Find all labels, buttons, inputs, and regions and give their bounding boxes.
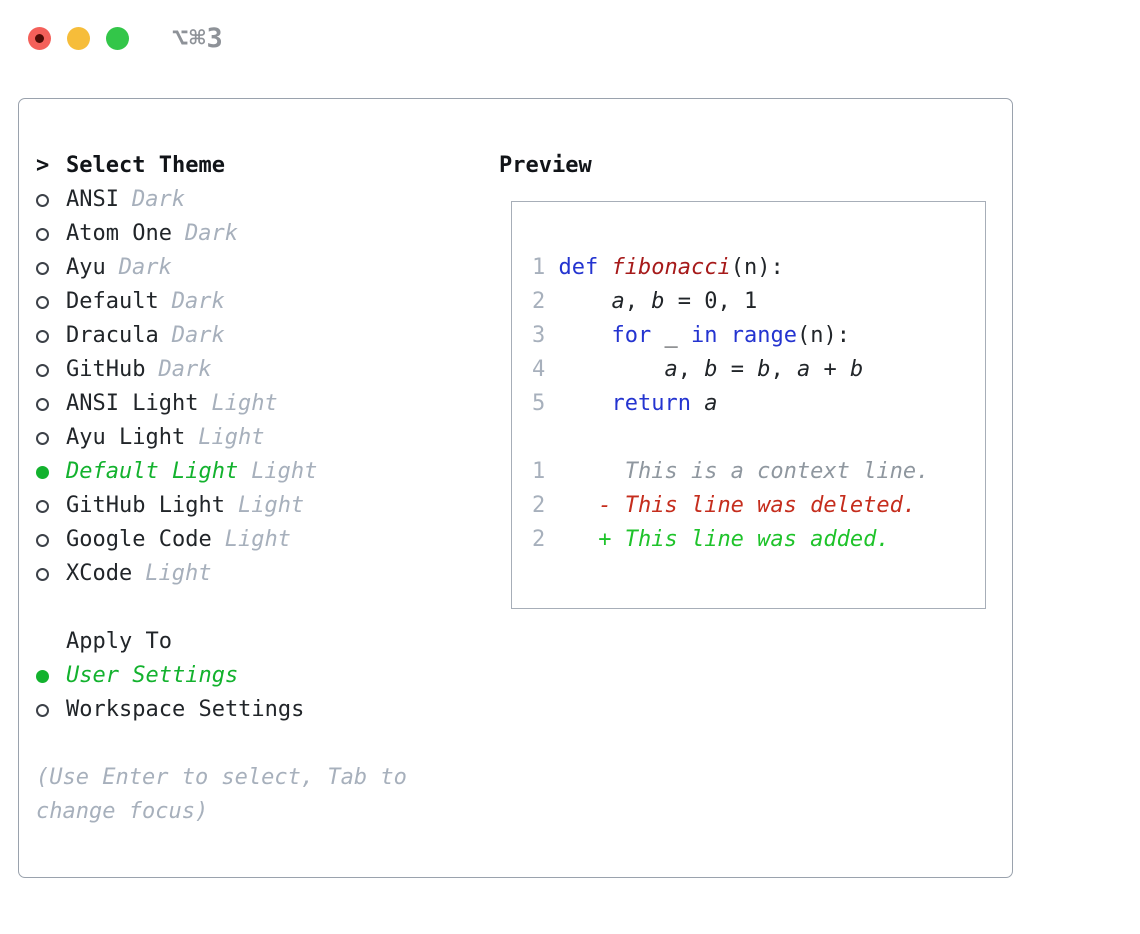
minimize-button[interactable] <box>67 27 90 50</box>
theme-option-label: GitHub Light <box>66 493 225 518</box>
spacer <box>36 727 407 761</box>
hint-line-1: (Use Enter to select, Tab to <box>36 765 407 790</box>
theme-option-label: ANSI Light <box>66 391 199 416</box>
titlebar: ⌥⌘3 <box>28 23 224 54</box>
theme-option-label: Dracula <box>66 323 159 348</box>
radio-icon <box>36 567 49 581</box>
preview-code-line: 3 for _ in range(n): <box>532 323 850 348</box>
theme-variant-tag: Light <box>198 425 265 450</box>
radio-selected-icon <box>36 669 49 683</box>
theme-option-label: Default Light <box>66 459 239 484</box>
theme-option-label: XCode <box>66 561 133 586</box>
hint-line-2: change focus) <box>36 799 209 824</box>
radio-icon <box>36 363 49 377</box>
radio-icon <box>36 703 49 717</box>
theme-option-ansi-light[interactable]: ANSI Light Light <box>36 387 407 421</box>
theme-variant-tag: Light <box>224 527 291 552</box>
radio-icon <box>36 397 49 411</box>
theme-variant-tag: Dark <box>171 289 225 314</box>
theme-variant-tag: Light <box>237 493 305 518</box>
theme-option-default[interactable]: Default Dark <box>36 285 407 319</box>
theme-option-label: Default <box>66 289 159 314</box>
preview-lines: 1 def fibonacci(n): 2 a, b = 0, 1 3 for _ … <box>532 251 985 557</box>
radio-icon <box>36 295 49 309</box>
theme-option-xcode[interactable]: XCode Light <box>36 557 407 591</box>
theme-variant-tag: Dark <box>171 323 225 348</box>
preview-title: Preview <box>499 153 592 178</box>
preview-code-line <box>532 421 985 455</box>
theme-variant-tag: Dark <box>158 357 212 382</box>
radio-selected-icon <box>36 465 49 479</box>
theme-variant-tag: Dark <box>184 221 238 246</box>
theme-option-ansi[interactable]: ANSI Dark <box>36 183 407 217</box>
radio-icon <box>36 431 49 445</box>
apply-option-workspace-settings[interactable]: Workspace Settings <box>36 693 407 727</box>
prompt-icon: > <box>36 153 50 178</box>
close-dot-icon <box>35 34 44 43</box>
apply-option-label: User Settings <box>66 663 239 688</box>
theme-variant-tag: Dark <box>131 187 185 212</box>
spacer <box>36 591 407 625</box>
theme-option-google-code[interactable]: Google Code Light <box>36 523 407 557</box>
theme-option-ayu-light[interactable]: Ayu Light Light <box>36 421 407 455</box>
theme-option-label: Ayu <box>66 255 106 280</box>
apply-to-title: Apply To <box>66 629 172 654</box>
theme-variant-tag: Light <box>211 391 278 416</box>
select-theme-title: Select Theme <box>66 153 225 178</box>
theme-option-label: Atom One <box>66 221 172 246</box>
theme-variant-tag: Light <box>251 459 318 484</box>
select-theme-header: > Select Theme <box>36 149 407 183</box>
preview-pane: 1 def fibonacci(n): 2 a, b = 0, 1 3 for _ … <box>511 201 986 609</box>
theme-option-default-light[interactable]: Default Light Light <box>36 455 407 489</box>
apply-option-label: Workspace Settings <box>66 697 305 722</box>
radio-icon <box>36 329 49 343</box>
theme-variant-tag: Dark <box>118 255 172 280</box>
radio-icon <box>36 227 49 241</box>
theme-option-github[interactable]: GitHub Dark <box>36 353 407 387</box>
keyboard-shortcut-label: ⌥⌘3 <box>172 23 224 54</box>
preview-code-line: 2 - This line was deleted. <box>532 493 917 518</box>
theme-option-github-light[interactable]: GitHub Light Light <box>36 489 407 523</box>
preview-blank-line <box>532 217 985 251</box>
theme-option-label: Google Code <box>66 527 212 552</box>
theme-option-atom-one[interactable]: Atom One Dark <box>36 217 407 251</box>
radio-icon <box>36 533 49 547</box>
theme-option-dracula[interactable]: Dracula Dark <box>36 319 407 353</box>
maximize-button[interactable] <box>106 27 129 50</box>
theme-option-label: ANSI <box>66 187 119 212</box>
theme-variant-tag: Light <box>145 561 212 586</box>
theme-option-label: Ayu Light <box>66 425 186 450</box>
apply-option-user-settings[interactable]: User Settings <box>36 659 407 693</box>
theme-option-label: GitHub <box>66 357 146 382</box>
preview-code-line: 1 This is a context line. <box>532 459 930 484</box>
preview-code-line: 1 def fibonacci(n): <box>532 255 784 280</box>
apply-to-header: Apply To <box>36 625 407 659</box>
radio-icon <box>36 499 49 513</box>
preview-code-line: 4 a, b = b, a + b <box>532 357 864 382</box>
radio-icon <box>36 261 49 275</box>
close-button[interactable] <box>28 27 51 50</box>
preview-code-line: 2 a, b = 0, 1 <box>532 289 758 314</box>
preview-code-line: 2 + This line was added. <box>532 527 890 552</box>
preview-code-line: 5 return a <box>532 391 718 416</box>
radio-icon <box>36 193 49 207</box>
theme-option-ayu[interactable]: Ayu Dark <box>36 251 407 285</box>
